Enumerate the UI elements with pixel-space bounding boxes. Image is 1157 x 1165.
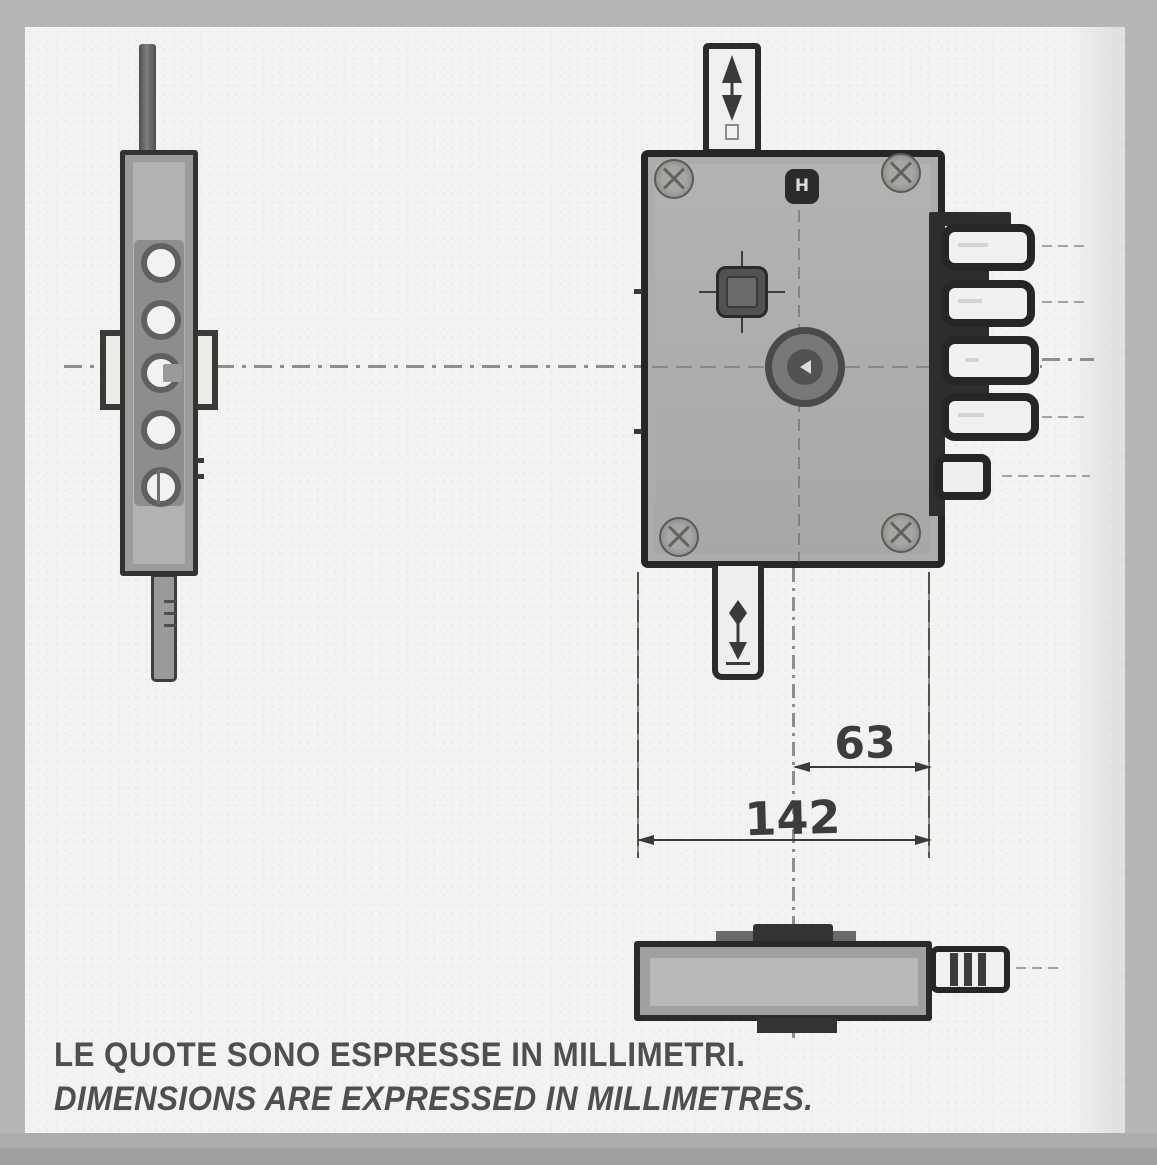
faceplate-edge-tick [196, 458, 204, 463]
deadbolt-face-mark [958, 243, 988, 247]
faceplate-hole-5-cam-line [157, 470, 160, 504]
dimension-label-63: 63 [833, 717, 897, 770]
latch-centerline-leader [1002, 475, 1090, 477]
horizontal-centerline [64, 365, 1042, 368]
case-edge-tick [634, 429, 642, 434]
bolt-centerline-leader [1042, 301, 1088, 303]
bottom-view-body-face [650, 958, 918, 1006]
faceplate-hole-1 [141, 243, 181, 283]
front-view-bottom-rod [712, 566, 764, 680]
caption-italian: LE QUOTE SONO ESPRESSE IN MILLIMETRI. [54, 1036, 746, 1074]
horizontal-centerline-right [1042, 358, 1094, 361]
rod-tick [164, 612, 176, 615]
deadbolt-4 [941, 393, 1039, 441]
extension-line-right [928, 572, 930, 858]
vertical-centerline [792, 568, 795, 1038]
bolt-housing-top [929, 212, 1011, 226]
brand-badge: H [785, 169, 819, 204]
deadbolt-face-mark [958, 413, 984, 417]
front-view-top-rod [703, 43, 761, 155]
deadbolt-2 [941, 280, 1035, 327]
rod-tick [164, 624, 176, 627]
faceplate-hole-2 [141, 300, 181, 340]
bolt-centerline-leader [1042, 245, 1088, 247]
case-edge-tick [634, 289, 642, 294]
corner-screw-bottom-right [881, 513, 921, 553]
bolt-rib [964, 953, 972, 986]
bottom-view-bolt [930, 946, 1010, 993]
bolt-rib [950, 953, 958, 986]
corner-screw-top-left [654, 159, 694, 199]
dimension-line-63 [793, 762, 932, 772]
latch-bolt [935, 454, 991, 500]
corner-screw-top-right [881, 153, 921, 193]
side-view-bottom-rod [151, 574, 177, 682]
faceplate-hole-5 [141, 467, 181, 507]
bottom-view-bottom-tab [757, 1018, 837, 1033]
dimension-line-142 [637, 835, 932, 845]
deadbolt-1 [941, 224, 1035, 271]
frame-bottom-dark-strip [0, 1148, 1157, 1165]
faceplate-hole-3-notch [163, 364, 182, 382]
brand-badge-letter: H [794, 176, 810, 196]
extension-line-left [637, 572, 639, 858]
bolt-centerline-leader [1042, 416, 1088, 418]
caption-english: DIMENSIONS ARE EXPRESSED IN MILLIMETRES. [54, 1080, 814, 1118]
deadbolt-face-mark [965, 358, 979, 362]
deadbolt-face-mark [958, 299, 982, 303]
key-cylinder-hole-inner [726, 276, 758, 308]
bolt-rib [978, 953, 986, 986]
faceplate-hole-4 [141, 410, 181, 450]
knob-pointer-mark [800, 360, 811, 374]
travel-diamond-arrow-icon [726, 600, 750, 665]
faceplate-edge-tick [196, 474, 204, 479]
rod-tick [164, 600, 176, 603]
bottom-bolt-centerline-leader [1016, 967, 1060, 969]
bottom-view-top-tab [753, 924, 833, 944]
corner-screw-bottom-left [659, 517, 699, 557]
travel-arrow-icon [722, 55, 742, 140]
side-view-top-rod [139, 44, 156, 154]
deadbolt-3 [941, 336, 1039, 385]
dimension-label-142: 142 [743, 789, 842, 847]
